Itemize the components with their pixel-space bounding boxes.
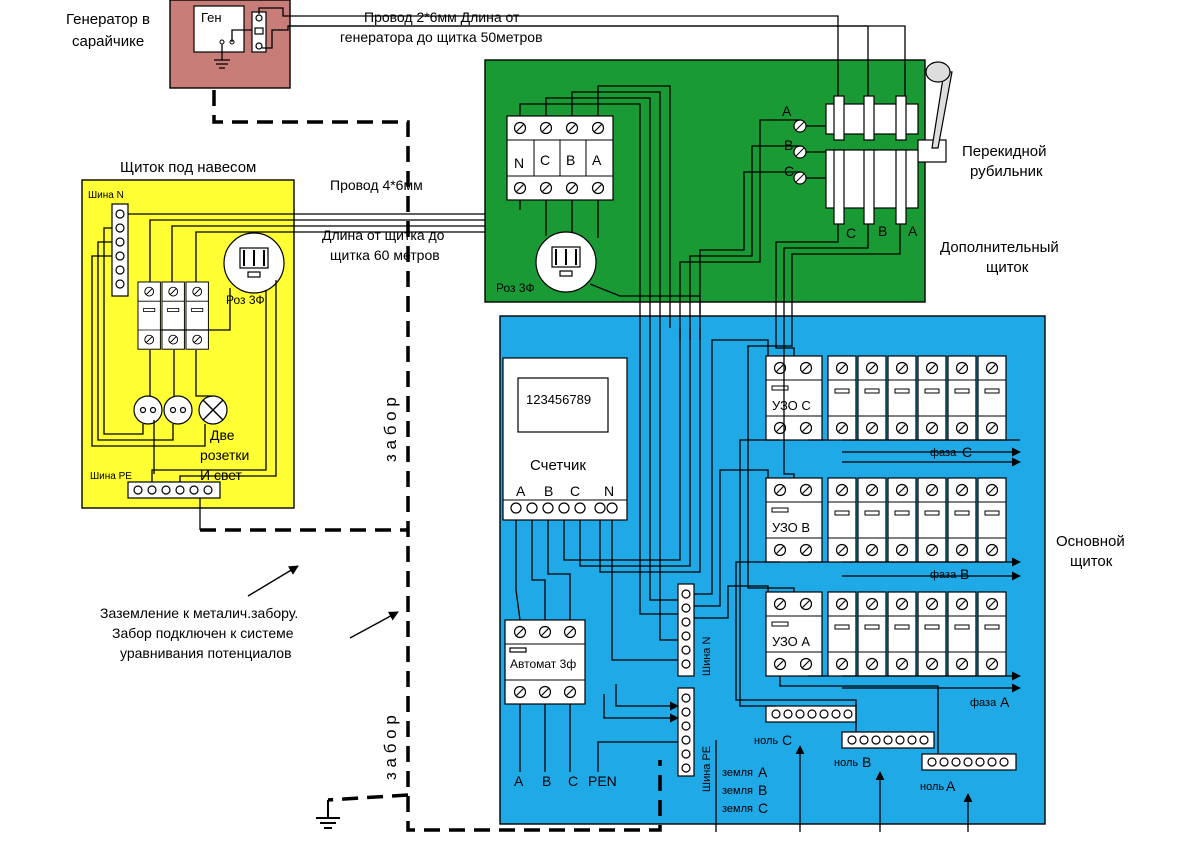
aux-wiring [519,85,901,340]
uzo-c-label: УЗО С [772,398,811,413]
generator-label: Ген [201,10,222,25]
null-b-word: ноль [834,757,858,769]
yard-bus-pe-label: Шина PE [90,471,132,482]
main-bus-pe-label: Шина PE [701,746,713,792]
aux-terminal-b: B [566,152,575,168]
input-b: B [542,773,551,789]
bottom-up-arrows [715,740,973,832]
null-c-letter: С [782,732,792,748]
yard-sockets-and-light [133,395,228,425]
length-60-label-2: щитка 60 метров [330,247,440,263]
null-b-letter: В [862,754,871,770]
meter-terminal-a: A [516,483,526,499]
switch-out-b: B [878,223,887,239]
ground-fence-dashed-line [200,90,662,832]
switch-terminal-b: B [784,137,793,153]
aux-terminal-n: N [514,155,524,171]
null-a-letter: А [946,778,956,794]
main-bus-n [677,583,695,677]
uzo-b-label: УЗО В [772,520,810,535]
meter-display: 123456789 [526,392,591,407]
main-breaker-label: Автомат 3ф [510,657,576,671]
length-60-label-1: Длина от щитка до [322,227,445,243]
generator-title-2: сарайчике [72,33,144,50]
aux-socket-3f [535,231,597,293]
changeover-switch [825,61,953,225]
phase-b-word: фаза [930,569,957,581]
yard-panel-title: Щиток под навесом [120,159,256,176]
grounding-note-2: Забор подключен к системе [112,625,294,641]
aux-terminal-c: C [540,152,550,168]
fence-label-1: з а б о р [381,397,400,462]
main-wiring [515,328,939,772]
input-pen: PEN [588,773,617,789]
yard-wiring [91,213,485,530]
switch-terminal-c: C [784,163,794,179]
generator-title-1: Генератор в [66,11,150,28]
earth-a-letter: А [758,764,768,780]
phase-a-word: фаза [970,697,997,709]
yard-socket-3f [223,232,285,294]
fence-label-2: з а б о р [381,715,400,780]
main-bus-pe [677,687,695,777]
yard-loads-label-2: розетки [200,447,249,463]
meter-terminal-b: B [544,483,553,499]
neutral-bus-c [765,705,857,723]
phase-c-letter: С [962,444,972,460]
neutral-bus-b [841,731,935,749]
switch-out-c: C [846,225,856,241]
meter [502,357,628,521]
wire-2x6-label-1: Провод 2*6мм Длина от [364,9,520,25]
grounding-note-1: Заземление к металич.забору. [100,605,298,621]
grounding-note-3: уравнивания потенциалов [120,645,292,661]
uzo-a-label: УЗО А [772,634,810,649]
yard-socket-label: Роз 3Ф [226,293,265,307]
null-a-word: ноль [920,781,944,793]
generator [193,5,245,53]
meter-terminal-n: N [604,483,614,499]
input-a: A [514,773,524,789]
main-panel-title-1: Основной [1056,533,1125,550]
ground-symbol [316,800,340,829]
phase-a-letter: А [1000,694,1010,710]
phase-b-letter: В [960,566,969,582]
grounding-arrow-2 [349,611,399,639]
wire-2x6-label-2: генератора до щитка 50метров [340,29,543,45]
yard-bus-n-label: Шина N [88,190,124,201]
phase-c-word: фаза [930,447,957,459]
input-c: C [568,773,578,789]
main-3pole-breaker [504,619,586,705]
main-bus-n-label: Шина N [701,637,713,676]
yard-loads-label-3: И свет [200,467,243,483]
earth-b-word: земля [722,785,753,797]
aux-panel-title-2: щиток [986,259,1029,276]
earth-b-letter: В [758,782,767,798]
aux-socket-label: Роз 3Ф [496,281,535,295]
yard-3pole-breaker [138,282,208,349]
aux-terminal-a: A [592,152,602,168]
yard-loads-label-1: Две [210,427,235,443]
earth-c-word: земля [722,803,753,815]
earth-c-letter: С [758,800,768,816]
changeover-label-1: Перекидной [962,143,1047,160]
main-panel-title-2: щиток [1070,553,1113,570]
neutral-bus-a [921,753,1017,771]
changeover-label-2: рубильник [970,163,1043,180]
grounding-arrow-1 [247,565,299,597]
null-c-word: ноль [754,735,778,747]
switch-terminal-a: A [782,103,792,119]
yard-bus-pe [127,481,221,499]
phase-output-arrows [842,439,1021,693]
aux-input-terminal-block [506,115,614,201]
meter-terminal-c: C [570,483,580,499]
yard-bus-n [111,203,129,297]
earth-a-word: земля [722,767,753,779]
meter-title: Счетчик [530,457,586,474]
aux-panel-title-1: Дополнительный [940,239,1059,256]
wire-4x6-label: Провод 4*6мм [330,177,423,193]
switch-out-a: A [908,223,918,239]
